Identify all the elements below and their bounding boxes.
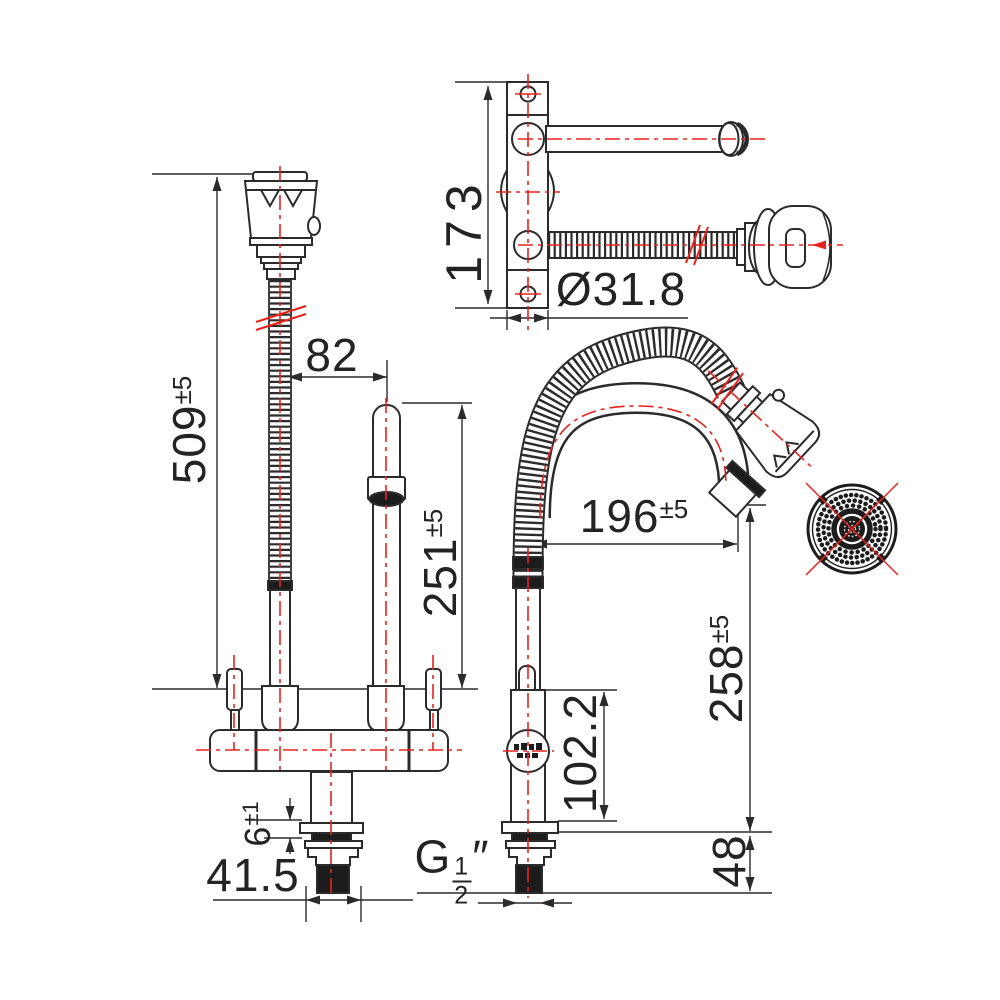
dimension-plate-height: 173 xyxy=(436,176,492,284)
side-hose xyxy=(512,326,745,579)
dimension-pipe-height: 251±5 xyxy=(414,508,466,618)
centerline-marks xyxy=(255,93,899,576)
dimension-hose-offset: 82 xyxy=(305,329,359,381)
side-shank xyxy=(501,821,559,894)
spout-outlet-connector xyxy=(707,459,767,519)
spray-head-rear xyxy=(736,205,832,289)
front-view xyxy=(209,171,449,894)
centerlines xyxy=(196,74,843,898)
front-spray-head xyxy=(243,171,321,280)
dimension-plate-diameter: Ø31.8 xyxy=(555,263,687,315)
dimension-shank-length: 48 xyxy=(703,834,755,888)
dimension-deck-thickness: 6±1 xyxy=(237,801,278,847)
dimension-body-height: 102.2 xyxy=(554,692,606,814)
spray-head-slot xyxy=(785,228,806,268)
side-view xyxy=(501,326,821,894)
dimension-spout-reach: 196±5 xyxy=(579,490,689,542)
dimension-overall-height: 509±5 xyxy=(163,375,215,485)
dimension-arrows xyxy=(212,86,755,908)
dimension-base-width: 41.5 xyxy=(206,849,300,901)
dimension-outlet-height: 258±5 xyxy=(700,614,752,724)
